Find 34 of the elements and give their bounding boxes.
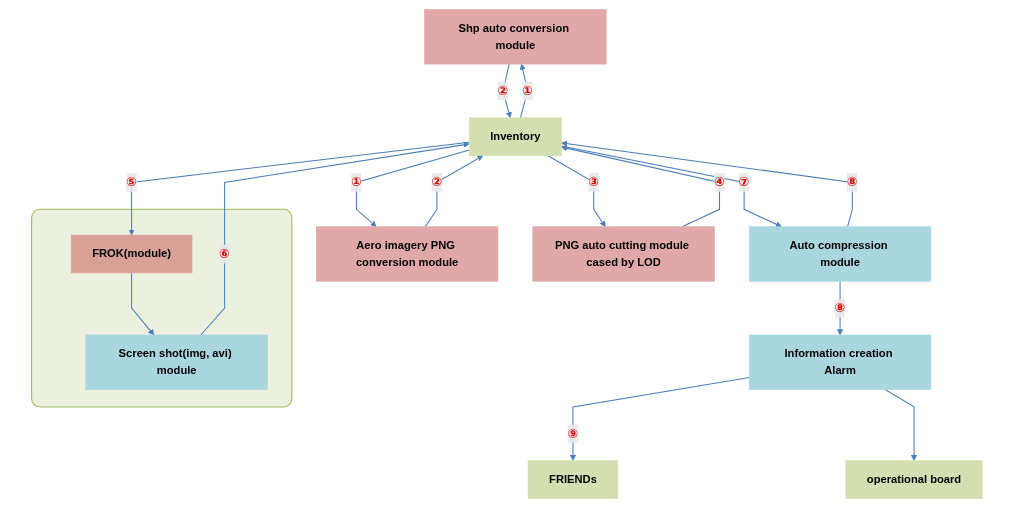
arrow bbox=[128, 141, 470, 235]
edge-label: ① bbox=[351, 174, 362, 189]
node-box: PNG auto cutting module cased by LOD bbox=[532, 225, 715, 282]
arrow bbox=[561, 140, 853, 227]
edge-label: ③ bbox=[588, 174, 600, 189]
edge-label: ⑧ bbox=[834, 300, 846, 315]
edge-label: ⑨ bbox=[567, 425, 579, 440]
node-box: Inventory bbox=[469, 116, 562, 156]
edge-label: ⑦ bbox=[738, 174, 750, 189]
arrow bbox=[131, 271, 155, 335]
edge-label: ⑥ bbox=[219, 246, 231, 261]
node-box: Auto compression module bbox=[749, 225, 932, 282]
arrow bbox=[424, 154, 484, 227]
edge-label: ② bbox=[497, 83, 509, 98]
arrow bbox=[561, 144, 782, 227]
edge-label: ⑤ bbox=[126, 174, 138, 189]
node-box: Shp auto conversion module bbox=[424, 8, 607, 64]
node-box: FROK(module) bbox=[71, 234, 193, 273]
arrow bbox=[200, 141, 470, 336]
arrow bbox=[356, 148, 470, 227]
arrow bbox=[561, 144, 721, 227]
edge-label: ④ bbox=[714, 174, 725, 189]
edge-label: ② bbox=[431, 174, 443, 189]
arrow bbox=[884, 388, 918, 461]
arrow bbox=[570, 376, 750, 461]
node-box: Aero imagery PNG conversion module bbox=[316, 225, 499, 282]
cluster bbox=[31, 208, 293, 407]
edge-label: ⑧ bbox=[847, 174, 858, 189]
node-box: operational board bbox=[845, 459, 983, 499]
node-box: Screen shot(img, avi) module bbox=[85, 334, 268, 390]
arrow bbox=[547, 154, 606, 227]
edge-label: ① bbox=[522, 83, 534, 98]
node-box: FRIENDs bbox=[527, 459, 619, 499]
node-box: Information creation Alarm bbox=[749, 334, 932, 390]
